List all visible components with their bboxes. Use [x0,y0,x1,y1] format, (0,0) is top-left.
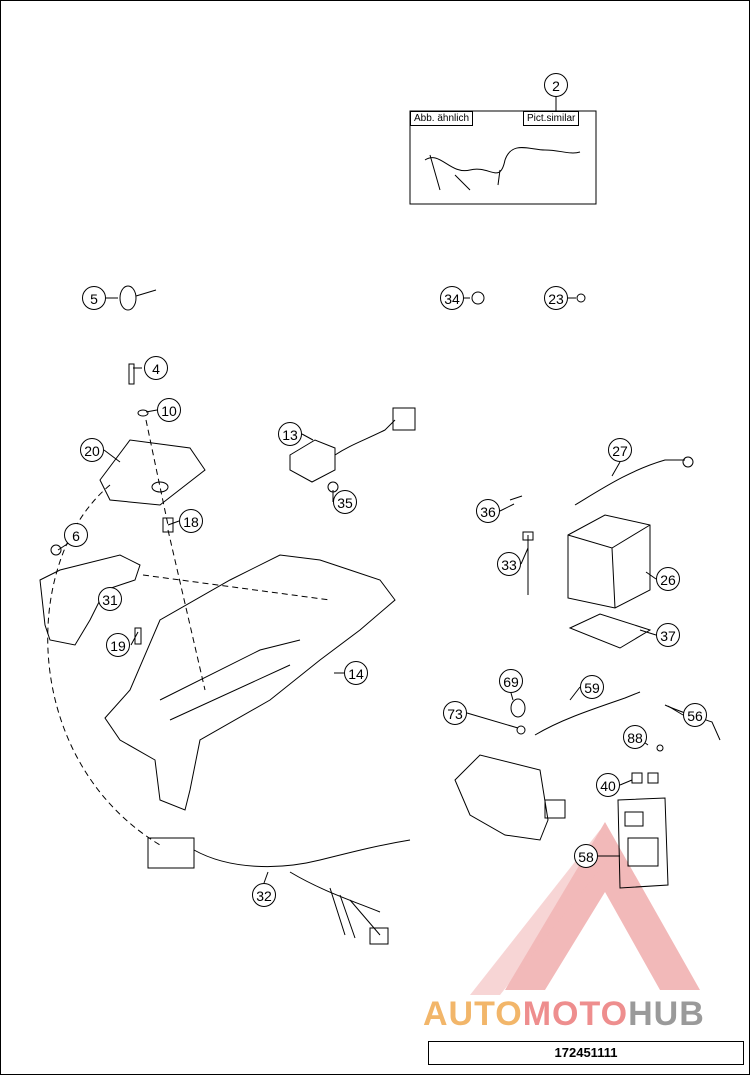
callout-6: 6 [64,523,88,547]
callout-33: 33 [497,552,521,576]
callout-26: 26 [656,567,680,591]
cable-27 [574,459,685,506]
watermark-text: AUTOMOTOHUB [423,995,705,1034]
part-number-box: 172451111 [428,1041,744,1065]
callout-58: 58 [574,844,598,868]
callout-40: 40 [596,773,620,797]
callout-14: 14 [344,661,368,685]
callout-13: 13 [278,422,302,446]
watermark-logo [470,822,700,995]
fuse-box [617,797,669,889]
callout-56: 56 [683,703,707,727]
callout-5: 5 [82,286,106,310]
watermark-part-3: HUB [628,995,705,1033]
starter-motor [454,754,549,841]
callout-20: 20 [80,438,104,462]
harness-wire [424,147,581,174]
harness-main [193,839,411,868]
control-unit [99,439,206,506]
callout-88: 88 [623,725,647,749]
callout-59: 59 [580,675,604,699]
harness-connector [147,837,195,869]
callout-35: 35 [333,490,357,514]
callout-19: 19 [106,633,130,657]
callout-10: 10 [157,398,181,422]
label-similar-de: Abb. ähnlich [410,111,474,126]
callout-69: 69 [499,669,523,693]
callout-31: 31 [98,587,122,611]
label-similar-en: Pict.similar [523,111,580,126]
callout-73: 73 [443,701,467,725]
callout-37: 37 [656,623,680,647]
zip-tie [119,285,137,311]
fender [104,554,396,811]
harness-box [409,110,597,205]
callout-23: 23 [544,286,568,310]
pad [568,613,652,649]
watermark-part-1: AUTO [423,995,523,1033]
callout-4: 4 [144,356,168,380]
regulator [289,439,336,483]
cable-59 [534,691,641,736]
bracket [39,554,141,646]
watermark-part-2: MOTO [522,995,629,1033]
callout-32: 32 [252,883,276,907]
callout-2: 2 [544,73,568,97]
callout-18: 18 [179,509,203,533]
callout-34: 34 [440,286,464,310]
callout-36: 36 [476,499,500,523]
callout-27: 27 [608,438,632,462]
battery [567,514,651,609]
